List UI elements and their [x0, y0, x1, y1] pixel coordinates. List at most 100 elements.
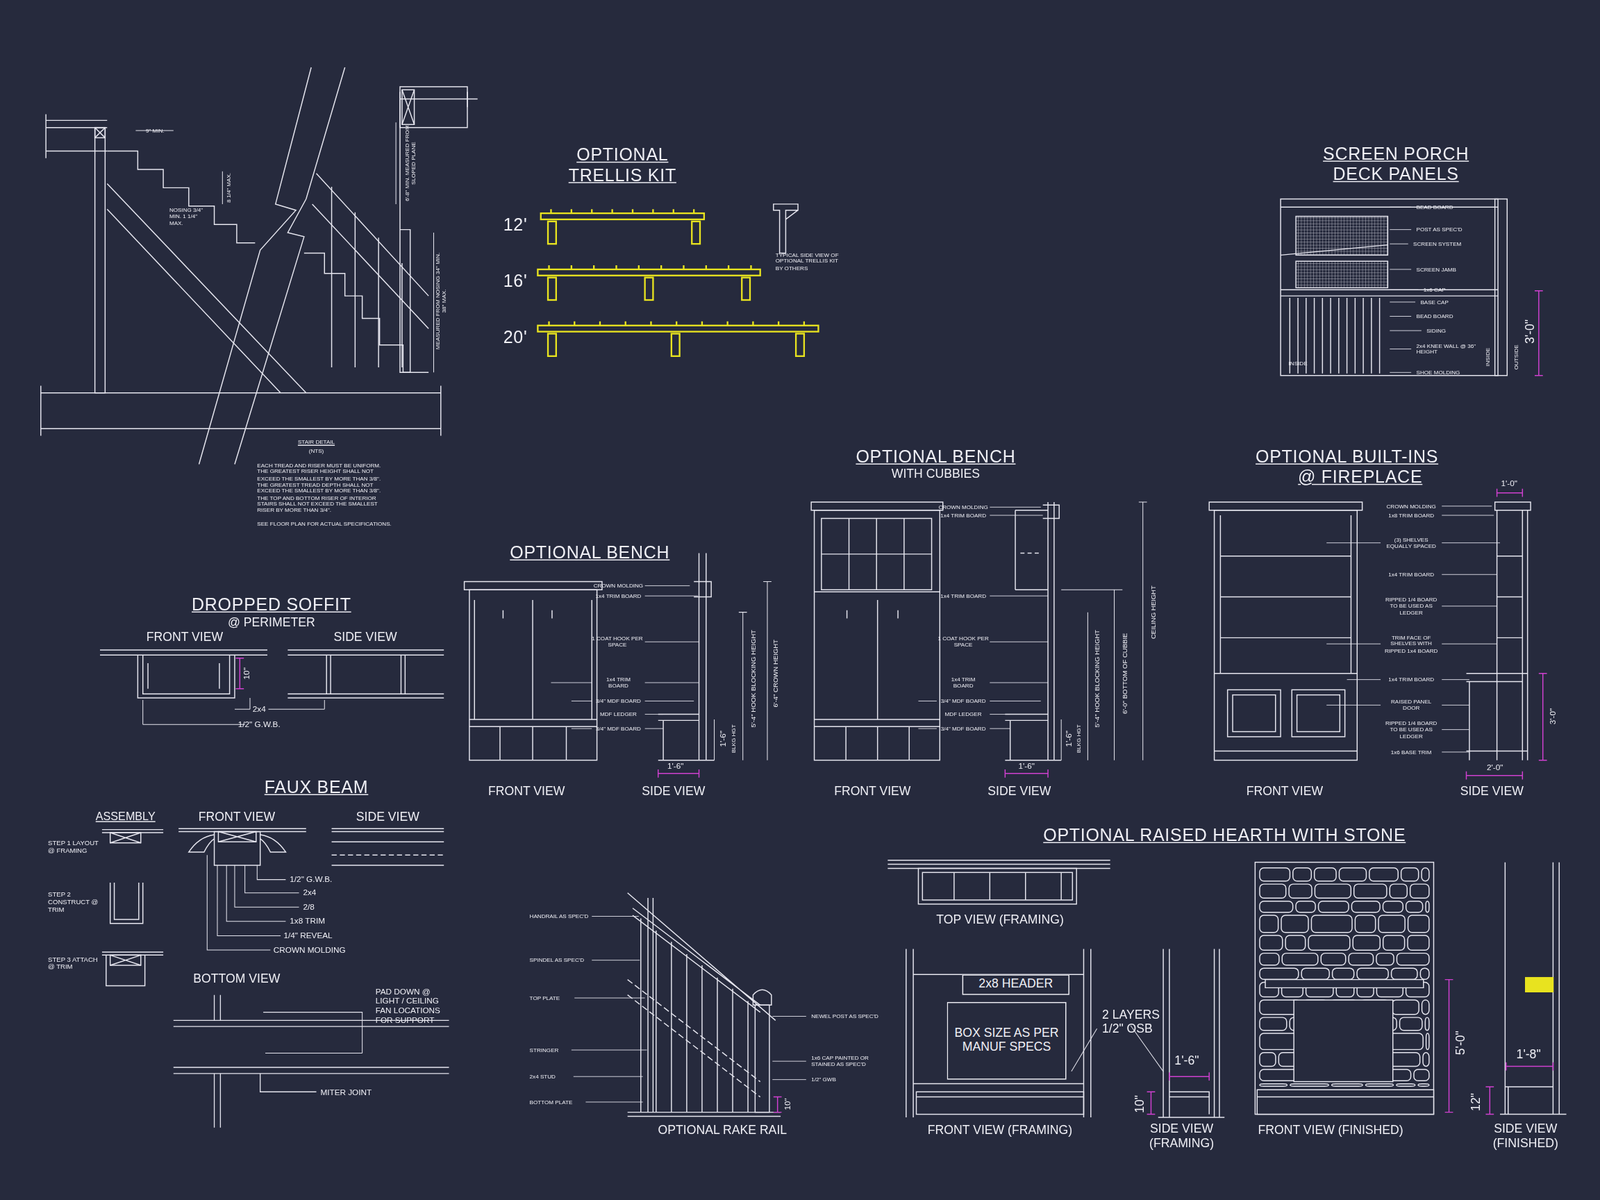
annotation-label: FRONT VIEW — [146, 630, 223, 645]
annotation-label: FRONT VIEW — [834, 784, 911, 799]
view-title: SCREEN PORCH DECK PANELS — [1319, 144, 1473, 185]
view-title: 16' — [503, 271, 528, 292]
stone — [1406, 901, 1423, 913]
annotation-label: 1'-6" — [1174, 1054, 1199, 1069]
stone — [1378, 915, 1405, 933]
annotation-label: ASSEMBLY — [95, 809, 156, 823]
annotation-label: BASE CAP — [1420, 298, 1448, 305]
annotation-label: CROWN MOLDING — [593, 582, 644, 589]
stone — [1281, 915, 1309, 933]
annotation-label: STRINGER — [529, 1046, 560, 1053]
view-title: DROPPED SOFFIT — [191, 595, 352, 616]
stone — [1259, 968, 1299, 980]
annotation-label: 1 COAT HOOK PER SPACE — [590, 635, 644, 649]
stone — [1320, 953, 1346, 966]
annotation-label: TOP VIEW (FRAMING) — [936, 913, 1064, 928]
annotation-label: EACH TREAD AND RISER MUST BE UNIFORM. TH… — [256, 461, 392, 514]
stone — [1376, 953, 1394, 966]
annotation-label: SEE FLOOR PLAN FOR ACTUAL SPECIFICATIONS… — [256, 520, 392, 527]
view-title: 20' — [503, 327, 528, 348]
stone — [1290, 1084, 1329, 1087]
annotation-label: RIPPED 1/4 BOARD TO BE USED AS LEDGER — [1381, 720, 1441, 740]
annotation-label: 6'-0" BOTTOM OF CUBBIE — [1120, 633, 1129, 714]
annotation-label: MDF LEDGER — [945, 711, 982, 718]
framing-box: BOX SIZE AS PER MANUF SPECS — [947, 1002, 1067, 1080]
annotation-label: SIDE VIEW (FRAMING) — [1143, 1122, 1220, 1152]
annotation-label: OPTIONAL RAKE RAIL — [658, 1123, 788, 1138]
stone — [1421, 868, 1430, 882]
annotation-label: 8 1/4" MAX. — [225, 172, 232, 203]
stone — [1332, 968, 1355, 980]
annotation-label: 5'-4" HOOK BLOCKING HEIGHT — [749, 629, 757, 728]
stone — [1354, 884, 1387, 898]
annotation-label: 1/2" G.W.B. — [238, 720, 281, 730]
stone — [1259, 935, 1283, 950]
stone — [1391, 968, 1418, 980]
annotation-label: FRONT VIEW — [1246, 784, 1323, 799]
annotation-label: (NTS) — [309, 447, 325, 455]
annotation-label: FRONT VIEW (FRAMING) — [927, 1123, 1073, 1138]
annotation-label: 3/4" MDF BOARD — [595, 697, 641, 705]
annotation-label: SIDING — [1426, 327, 1446, 334]
stone — [1259, 1052, 1276, 1067]
annotation-label: OUTSIDE — [1513, 344, 1520, 370]
annotation-label: PAD DOWN @ LIGHT / CEILING FAN LOCATIONS… — [375, 987, 456, 1025]
annotation-label: SCREEN JAMB — [1416, 265, 1457, 273]
annotation-label: 2 LAYERS 1/2" OSB — [1102, 1008, 1176, 1037]
stone — [1354, 915, 1375, 933]
annotation-label: SIDE VIEW (FINISHED) — [1487, 1122, 1564, 1152]
stone — [1383, 935, 1405, 950]
annotation-label: POST AS SPEC'D — [1416, 226, 1463, 233]
annotation-label: 1/2" GWB — [811, 1076, 837, 1083]
annotation-label: TRIM FACE OF SHELVES WITH RIPPED 1x4 BOA… — [1381, 634, 1441, 654]
stone — [1331, 1084, 1363, 1087]
annotation-label: 3/4" MDF BOARD — [940, 725, 987, 732]
stone — [1396, 1084, 1416, 1087]
stone — [1418, 1084, 1430, 1087]
annotation-label: NEWEL POST AS SPEC'D — [811, 1013, 879, 1020]
annotation-label: FRONT VIEW (FINISHED) — [1257, 1123, 1403, 1138]
annotation-label: (3) SHELVES EQUALLY SPACED — [1381, 536, 1441, 550]
annotation-label: 3'-0" — [1548, 708, 1559, 725]
annotation-label: 1'-6" — [1064, 730, 1075, 747]
stone — [1413, 1069, 1430, 1081]
stone — [1348, 953, 1373, 966]
annotation-label: 2x4 STUD — [529, 1073, 556, 1080]
annotation-label: 1x6 CAP — [1423, 286, 1446, 294]
annotation-label: BLKG HGT — [730, 724, 737, 753]
annotation-label: STAIR DETAIL — [297, 438, 335, 446]
stone — [1318, 901, 1349, 913]
stone — [1389, 884, 1407, 898]
stone — [1351, 901, 1380, 913]
stone — [1259, 868, 1290, 882]
annotation-label: WITH CUBBIES — [891, 467, 980, 482]
annotation-label: BLKG HGT — [1075, 724, 1082, 753]
annotation-label: 1x8 TRIM — [289, 916, 325, 927]
annotation-label: 1/2" G.W.B. — [289, 875, 332, 885]
annotation-label: MEASURED FROM NOSING 34" MIN. 38" MAX. — [434, 252, 448, 350]
stone — [1259, 953, 1280, 966]
annotation-label: 10" — [242, 667, 253, 680]
stone — [1365, 1084, 1394, 1087]
annotation-label: 1x4 TRIM BOARD — [597, 676, 639, 690]
annotation-label: 5'-0" — [1454, 1030, 1469, 1055]
stone — [1352, 935, 1380, 950]
annotation-label: 1x4 TRIM BOARD — [1388, 571, 1435, 578]
stone — [1369, 868, 1398, 882]
annotation-label: FRONT VIEW — [198, 810, 275, 825]
annotation-label: INSIDE — [1484, 347, 1491, 367]
annotation-label: TYPICAL SIDE VIEW OF OPTIONAL TRELLIS KI… — [775, 251, 848, 271]
annotation-label: NOSING 3/4" MIN. 1 1/4" MAX. — [169, 206, 213, 227]
stone — [1259, 915, 1279, 933]
stone — [1408, 915, 1430, 933]
annotation-label: HANDRAIL AS SPEC'D — [529, 913, 589, 920]
annotation-label: TOP PLATE — [529, 994, 561, 1001]
stone — [1311, 915, 1353, 933]
view-title: @ FIREPLACE — [1297, 467, 1423, 488]
annotation-label: INSIDE — [1288, 359, 1308, 366]
annotation-label: 3/4" MDF BOARD — [595, 725, 641, 732]
annotation-label: CROWN MOLDING — [938, 504, 988, 511]
annotation-label: 6'-8" MIN. MEASURED FROM SLOPED PLANE — [403, 117, 417, 210]
view-title: OPTIONAL BENCH — [855, 447, 1016, 468]
